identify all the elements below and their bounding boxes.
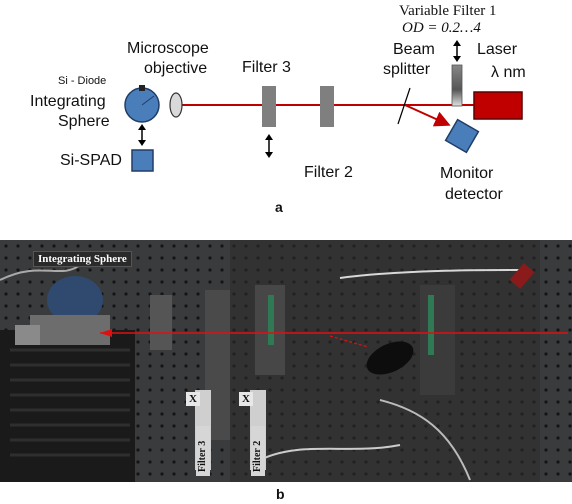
photo-filter2-tag: [251, 426, 265, 476]
si-spad-box: [131, 149, 154, 172]
photo-filter3-label: Filter 3: [197, 440, 208, 472]
monitor-label-2: detector: [445, 186, 503, 203]
integrating-label-2: Sphere: [58, 113, 110, 130]
microscope-lens: [169, 92, 183, 118]
si-diode-port: [139, 85, 145, 91]
beam-splitter: [397, 87, 411, 125]
setup-photograph: Integrating Sphere X X Filter 3 Filter 2: [0, 240, 572, 482]
photo-filter3-tag: [196, 426, 210, 476]
integrating-label-1: Integrating: [30, 93, 106, 110]
filter3-block: [262, 86, 276, 127]
variable-filter-label: Variable Filter 1: [399, 3, 497, 19]
variable-filter-arrow: [453, 40, 461, 62]
microscope-label-2: objective: [144, 60, 208, 77]
si-diode-label: Si - Diode: [58, 75, 107, 87]
monitor-detector-box: [444, 118, 480, 154]
spad-arrow: [138, 124, 146, 146]
sphere-baffle: [141, 95, 155, 106]
panel-a-label: a: [275, 199, 283, 215]
laser-box: [473, 91, 523, 120]
od-range-label: OD = 0.2…4: [402, 20, 481, 36]
beam-splitter-label-2: splitter: [383, 61, 431, 78]
filter3-label: Filter 3: [242, 59, 291, 76]
photo-x-right-label: X: [239, 392, 253, 406]
photo-x-left-label: X: [186, 392, 200, 406]
monitor-label-1: Monitor: [440, 165, 494, 182]
filter2-block: [320, 86, 334, 127]
photo-filter2-label: Filter 2: [252, 440, 263, 472]
beam-splitter-label-1: Beam: [393, 41, 435, 58]
variable-filter-wedge: [451, 64, 463, 107]
si-spad-label: Si-SPAD: [60, 152, 122, 169]
microscope-label-1: Microscope: [127, 40, 209, 57]
laser-label: Laser: [477, 41, 518, 58]
filter3-arrow: [265, 134, 273, 158]
monitor-beam: [404, 104, 451, 127]
filter2-label: Filter 2: [304, 164, 353, 181]
panel-b-label: b: [276, 486, 285, 502]
photo-integrating-sphere-label: Integrating Sphere: [33, 251, 132, 267]
schematic-diagram: [124, 40, 523, 172]
wavelength-label: λ nm: [491, 64, 526, 81]
